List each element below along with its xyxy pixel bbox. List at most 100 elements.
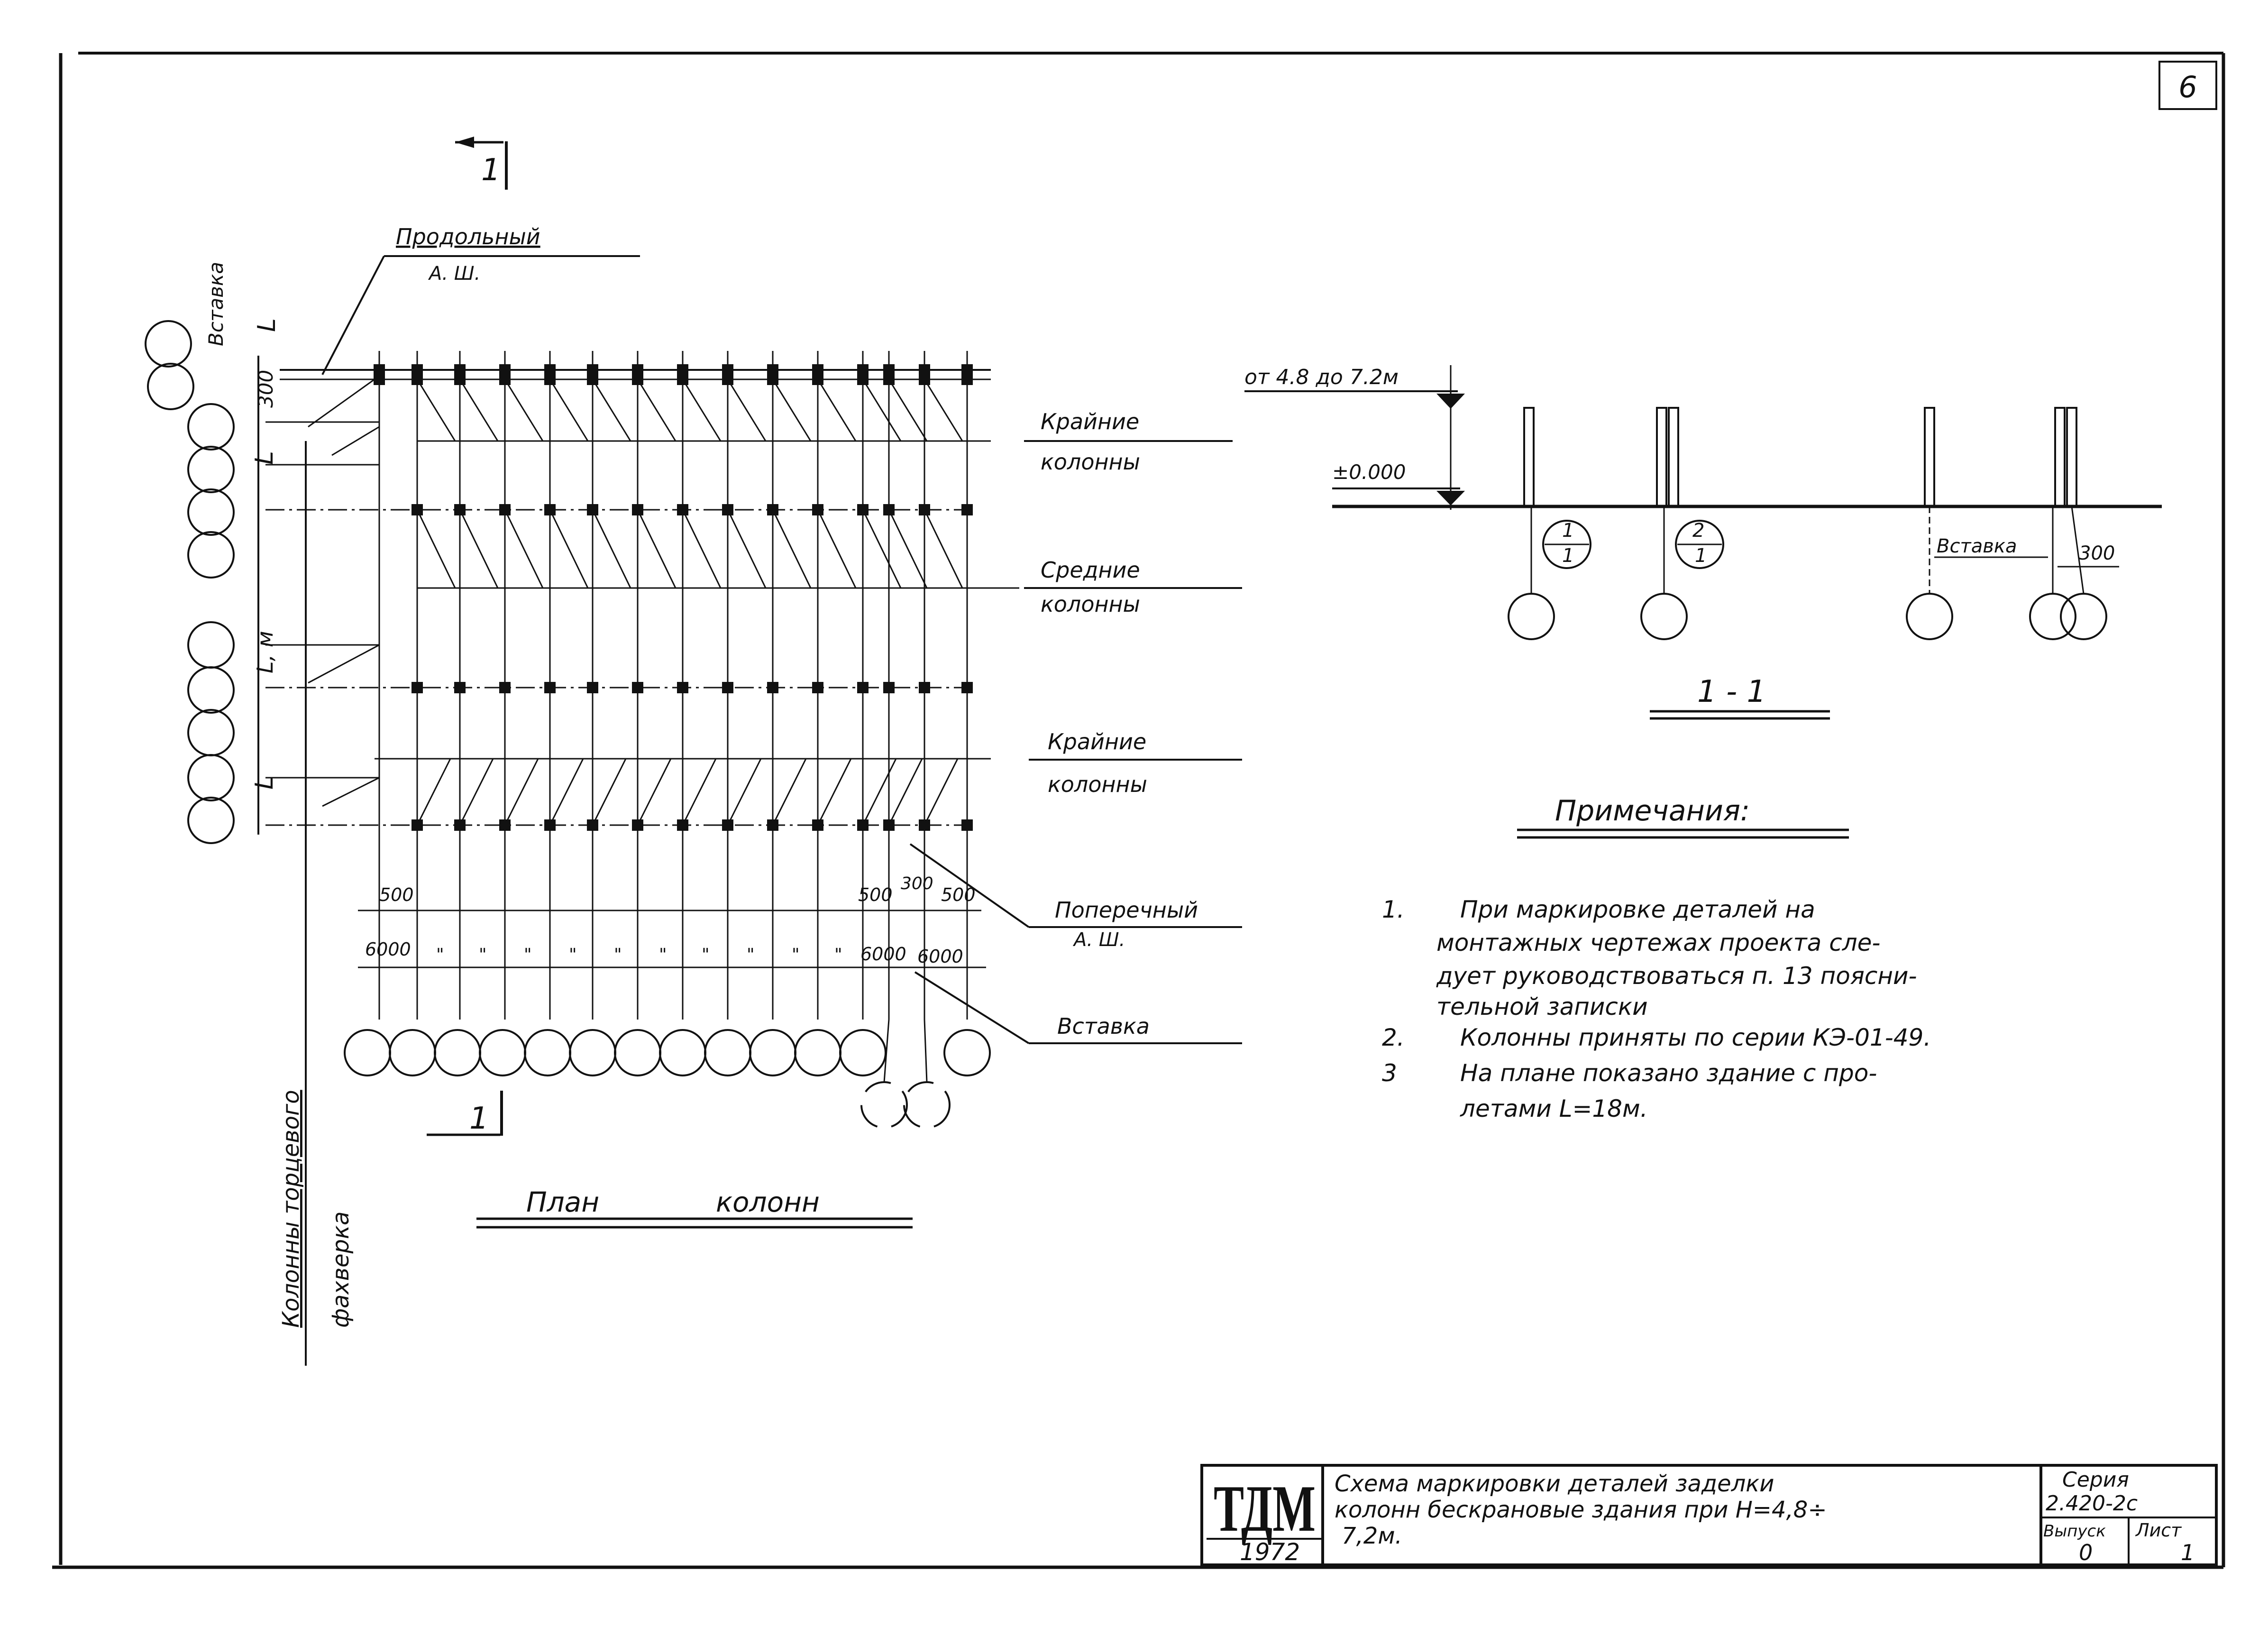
- axis-bubble-left: [187, 666, 235, 714]
- note-2-num: 2.: [1382, 1024, 1405, 1051]
- node2-bottom: 1: [1695, 545, 1707, 567]
- leader-diagonal: [817, 379, 857, 441]
- dim-500-right-b: 500: [941, 884, 976, 905]
- leader-diagonal: [504, 758, 539, 826]
- plan-title-left: План: [526, 1186, 599, 1218]
- ditto-mark: ": [436, 945, 444, 965]
- dim-500-right-a: 500: [858, 884, 893, 905]
- section-columns: [1508, 407, 2107, 640]
- leader-diagonal: [727, 758, 762, 826]
- axis-bubble-left: [187, 797, 235, 844]
- ditto-mark: ": [524, 945, 532, 965]
- axis-bubble-left: [145, 320, 192, 368]
- plan-dim-L-2: L: [250, 451, 279, 465]
- title-desc-line-3: 7,2м.: [1342, 1523, 1402, 1549]
- node1-bottom: 1: [1562, 545, 1574, 567]
- leader-diagonal: [459, 758, 494, 826]
- leader-diagonal: [888, 509, 928, 588]
- section-column: [1656, 407, 1667, 507]
- axis-bubble-bottom: [749, 1029, 796, 1076]
- section-axis-bubble: [1640, 593, 1688, 640]
- axis-bubble-bottom: [794, 1029, 841, 1076]
- notes-title: Примечания:: [1555, 794, 1750, 827]
- leader-diagonal: [924, 758, 959, 826]
- axis-bubble-insert: [860, 1081, 908, 1129]
- title-block-year: 1972: [1240, 1538, 1300, 1566]
- note-3-line-1: На плане показано здание с про-: [1460, 1059, 1877, 1087]
- column-mark: [812, 682, 823, 693]
- axis-bubble-left: [187, 488, 235, 536]
- axis-bubble-left: [187, 754, 235, 801]
- section-column: [2054, 407, 2066, 507]
- axis-bubble-left: [187, 531, 235, 579]
- title-block: ТДМ 1972 Схема маркировки деталей заделк…: [1200, 1464, 2218, 1566]
- leader-diagonal: [504, 509, 544, 588]
- column-mark: [632, 682, 643, 693]
- leader-diagonal: [637, 379, 677, 441]
- leader-diagonal: [772, 509, 812, 588]
- leader-diagonal: [416, 509, 456, 588]
- axis-bubble-left: [187, 403, 235, 450]
- leader-diagonal: [727, 509, 767, 588]
- section-axis-bubble: [2029, 593, 2076, 640]
- section-zero-label: ±0.000: [1332, 460, 1406, 484]
- leader-diagonal: [888, 758, 923, 826]
- leader-diagonal: [862, 758, 897, 826]
- outer-columns-top-2: колонны: [1041, 449, 1140, 475]
- series-label: Серия: [2062, 1468, 2129, 1492]
- axis-bubble-left: [187, 621, 235, 669]
- leader-diagonal: [772, 379, 812, 441]
- leader-diagonal: [682, 379, 722, 441]
- plan-vstavka-bottom: Вставка: [1057, 1013, 1150, 1039]
- section-vstavka: Вставка: [1937, 535, 2017, 557]
- leader-diagonal: [637, 509, 677, 588]
- insert-leader: [924, 1019, 928, 1083]
- outer-columns-top-1: Крайние: [1041, 409, 1139, 434]
- axis-bubble-bottom: [659, 1029, 706, 1076]
- end-frame-label-1: Колонны торцевого: [278, 1090, 304, 1328]
- leader-diagonal: [862, 379, 902, 441]
- column-mark: [961, 682, 973, 693]
- ditto-mark: ": [479, 945, 487, 965]
- ditto-marks: """""""""": [436, 945, 842, 965]
- dim-6000-left: 6000: [365, 939, 411, 960]
- axis-bubble-bottom: [344, 1029, 391, 1076]
- plan-vstavka-top: Вставка: [204, 262, 228, 346]
- column-mark: [544, 682, 556, 693]
- axis-bubble-bottom: [479, 1029, 526, 1076]
- node-callout-2: 2 1: [1675, 520, 1724, 569]
- title-desc-line-1: Схема маркировки деталей заделки: [1335, 1471, 1774, 1497]
- longitudinal-axis-sub: А. Ш.: [428, 263, 480, 285]
- column-mark: [412, 682, 423, 693]
- ditto-mark: ": [702, 945, 710, 965]
- series-value: 2.420-2с: [2046, 1491, 2138, 1516]
- title-block-logo: ТДМ: [1214, 1472, 1316, 1545]
- leader-diagonal: [416, 758, 451, 826]
- leader-diagonal: [637, 758, 672, 826]
- plan-dim-L-span: L, м: [252, 631, 278, 673]
- axis-bubble-bottom: [389, 1029, 436, 1076]
- section-height-label: от 4.8 до 7.2м: [1244, 365, 1399, 389]
- section-column: [1924, 407, 1935, 507]
- column-mark: [961, 374, 973, 385]
- title-desc-line-2: колонн бескрановые здания при Н=4,8÷: [1335, 1497, 1827, 1523]
- section-axis-bubble: [1906, 593, 1953, 640]
- notes: Примечания: 1. При маркировке деталей на…: [1382, 794, 1931, 1122]
- plan-column-axes: [373, 351, 974, 1020]
- axis-bubble-bottom: [434, 1029, 481, 1076]
- leader-diagonal: [308, 644, 380, 684]
- section-mark-bottom-label: 1: [469, 1101, 489, 1136]
- note-1-num: 1.: [1382, 896, 1405, 923]
- leader-diagonal: [459, 509, 499, 588]
- section-mark-top-label: 1: [481, 153, 501, 188]
- note-1-line-2: монтажных чертежах проекта сле-: [1436, 929, 1880, 956]
- leader-diagonal: [924, 509, 963, 588]
- ditto-mark: ": [569, 945, 577, 965]
- axis-bubble-bottom: [524, 1029, 571, 1076]
- issue-value: 0: [2079, 1540, 2093, 1565]
- leader-diagonal: [727, 379, 767, 441]
- plan-leader-diagonals: [308, 378, 963, 826]
- section-mark-top: 1: [455, 137, 508, 190]
- axis-bubble-insert: [903, 1081, 951, 1129]
